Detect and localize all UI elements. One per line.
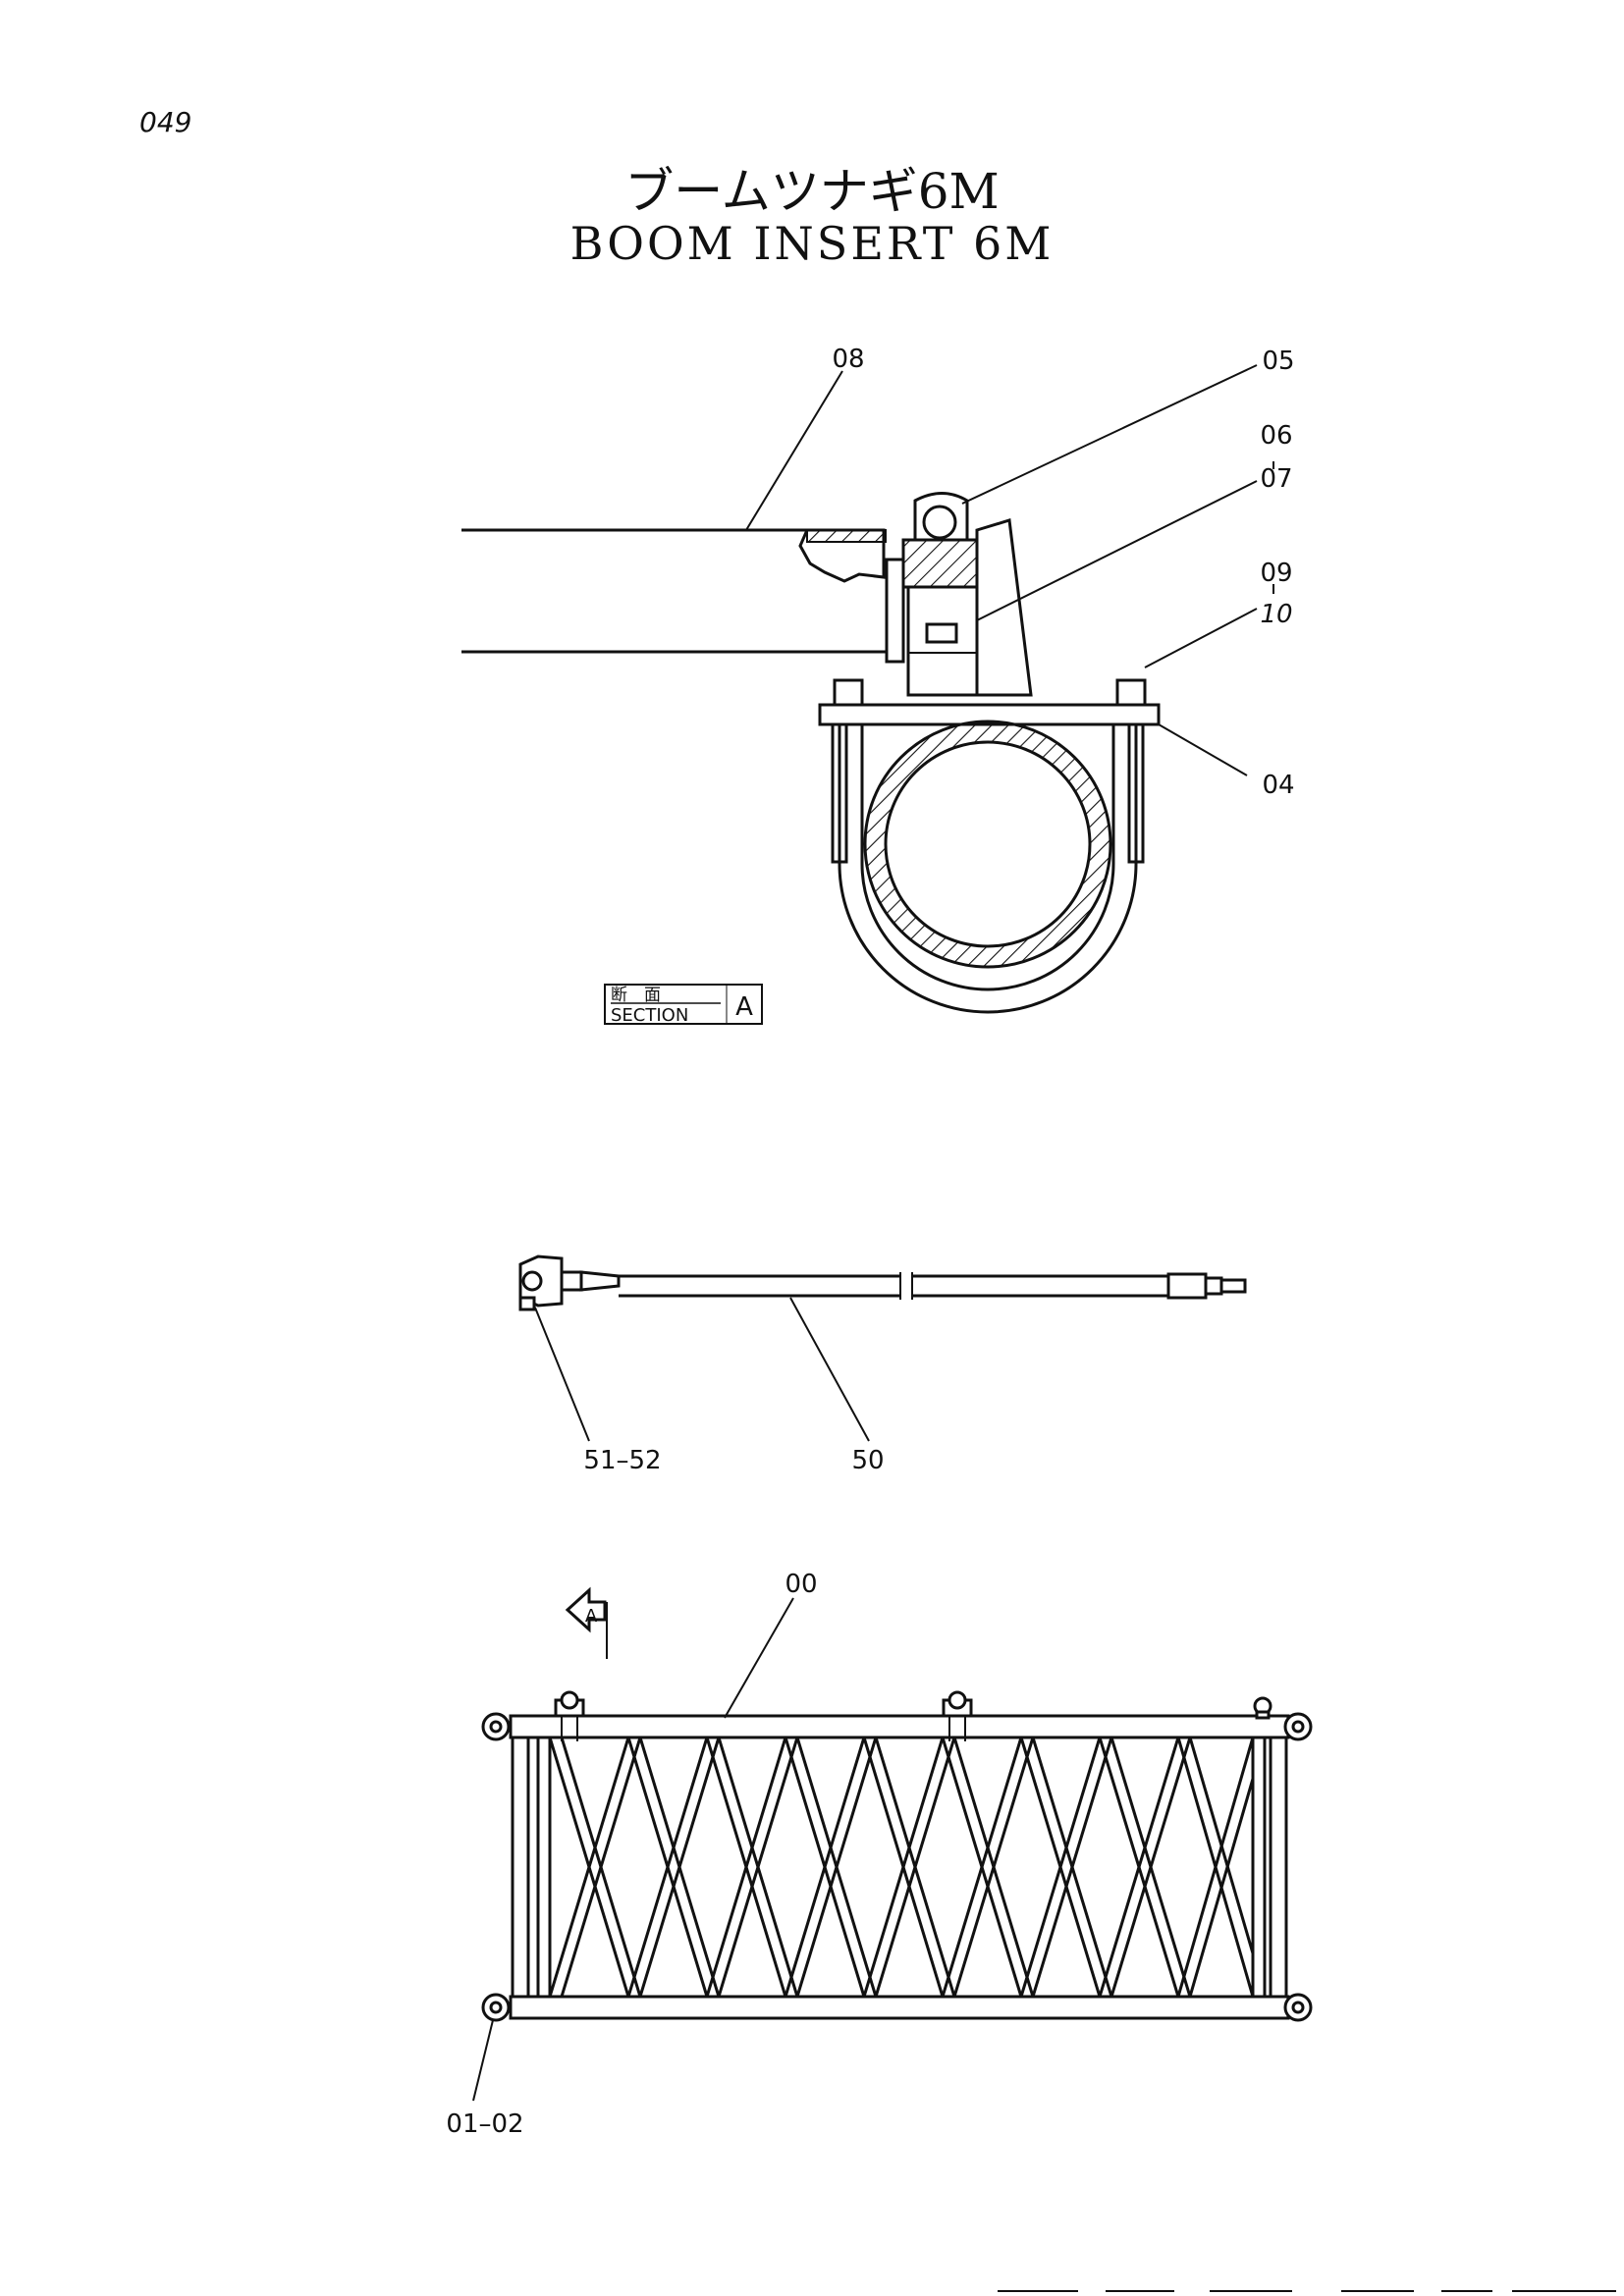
section-a-label-box: 断 面 SECTION A xyxy=(604,984,763,1026)
callout-50: 50 xyxy=(851,1446,884,1475)
section-label-english: SECTION xyxy=(611,1005,688,1026)
callout-06: 06 xyxy=(1260,421,1292,451)
pendant-rope xyxy=(518,1255,1247,1311)
callout-51-52: 51–52 xyxy=(583,1446,661,1475)
view-arrow-letter: A xyxy=(585,1606,598,1627)
callout-01-02: 01–02 xyxy=(446,2109,523,2139)
callout-08: 08 xyxy=(832,345,864,374)
title-english: BOOM INSERT 6M xyxy=(570,217,1055,270)
section-a-leaders xyxy=(745,364,1274,776)
pendant-leaders xyxy=(534,1297,870,1442)
section-a-view xyxy=(461,492,1161,1014)
title-japanese: ブームツナギ6M xyxy=(624,163,1000,220)
callout-04: 04 xyxy=(1262,771,1294,800)
callout-10: 10 xyxy=(1260,600,1292,629)
section-label-japanese: 断 面 xyxy=(611,986,661,1005)
callout-09: 09 xyxy=(1260,559,1292,588)
callout-00: 00 xyxy=(785,1570,817,1599)
callout-07: 07 xyxy=(1260,464,1292,494)
boom-insert-truss xyxy=(481,1690,1313,2022)
view-arrow-a: A xyxy=(565,1586,608,1659)
section-label-letter: A xyxy=(735,992,753,1022)
page-number: 049 xyxy=(139,106,191,138)
callout-05: 05 xyxy=(1262,347,1294,376)
truss-leaders xyxy=(472,1597,794,2102)
